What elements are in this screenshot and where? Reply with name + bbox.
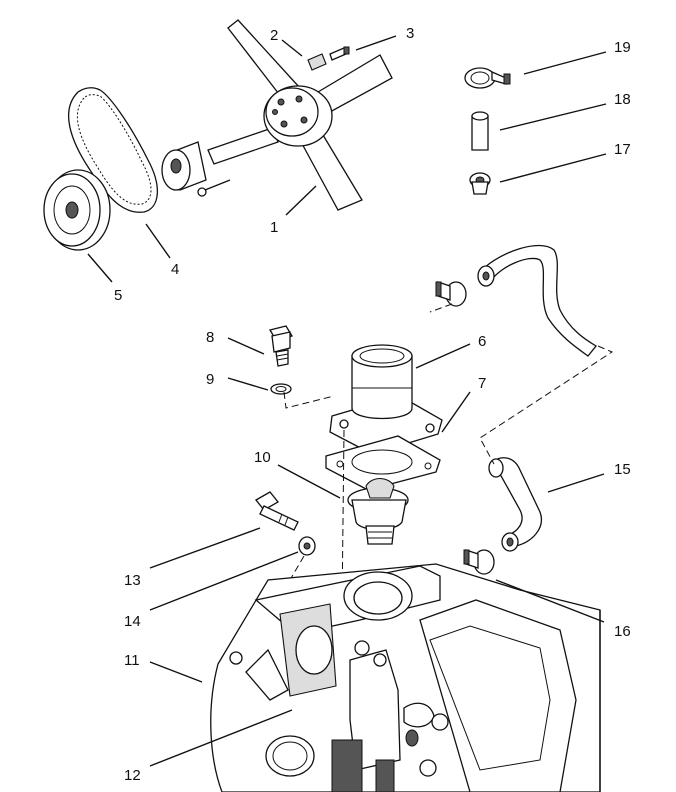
bypass-hose (471, 111, 489, 151)
callout-16: 16 (614, 623, 631, 640)
fan (207, 19, 393, 211)
callout-10: 10 (254, 449, 271, 466)
top-hose-clip (435, 281, 467, 307)
housing-bolt (268, 325, 294, 367)
callout-8: 8 (206, 329, 214, 346)
callout-3: 3 (406, 25, 414, 42)
callout-5: 5 (114, 287, 122, 304)
callout-6: 6 (478, 333, 486, 350)
callout-7: 7 (478, 375, 486, 392)
top-hose (477, 244, 597, 357)
callout-15: 15 (614, 461, 631, 478)
fan-screw (329, 46, 350, 61)
callout-12: 12 (124, 767, 141, 784)
bottom-hose (488, 457, 542, 552)
callout-labels: 1 2 3 4 5 6 7 8 9 10 11 12 13 14 15 16 1… (114, 25, 631, 784)
cylinder-head (210, 563, 601, 792)
hose-clip (464, 67, 511, 89)
leader-lines (87, 35, 607, 767)
callout-1: 1 (270, 219, 278, 236)
callout-4: 4 (171, 261, 179, 278)
thermostat-washer (298, 536, 316, 556)
fan-spacer (161, 141, 231, 197)
core-plug (265, 735, 315, 777)
callout-9: 9 (206, 371, 214, 388)
callout-18: 18 (614, 91, 631, 108)
callout-19: 19 (614, 39, 631, 56)
bottom-hose-clip (463, 549, 495, 575)
housing-gasket (325, 435, 441, 491)
thermostat-bolt (255, 491, 299, 531)
callout-14: 14 (124, 613, 141, 630)
drive-belt (68, 87, 159, 213)
callout-2: 2 (270, 27, 278, 44)
fan-clip (307, 53, 327, 71)
thermostat (347, 477, 409, 545)
callout-11: 11 (124, 652, 140, 669)
callout-13: 13 (124, 572, 141, 589)
hose-adaptor (469, 172, 491, 195)
thermostat-housing (329, 344, 443, 455)
crankshaft-pulley (43, 169, 111, 251)
callout-17: 17 (614, 141, 631, 158)
spring-washer (270, 383, 292, 395)
